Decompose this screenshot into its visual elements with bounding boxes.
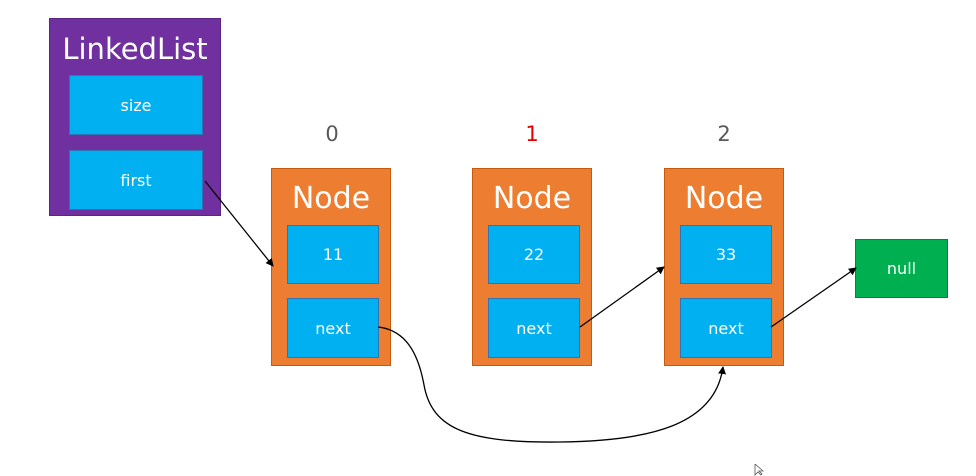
first-to-node0-arrow	[204, 180, 274, 267]
node-next: next	[287, 298, 379, 358]
node-index-2: 2	[717, 122, 731, 146]
node2-to-null-arrow	[770, 267, 857, 328]
node-value: 11	[287, 225, 379, 284]
node-title: Node	[492, 181, 572, 216]
node-value: 22	[488, 225, 580, 284]
size-field: size	[69, 75, 203, 135]
node-next: next	[680, 298, 772, 358]
mouse-pointer-icon	[754, 464, 765, 476]
node-index-1: 1	[525, 122, 539, 146]
node-value: 33	[680, 225, 772, 284]
node-next: next	[488, 298, 580, 358]
first-field: first	[69, 150, 203, 210]
node-title: Node	[684, 181, 764, 216]
node-0: Node 11 next	[271, 168, 391, 366]
node0-to-node2-curve-arrow	[377, 326, 726, 443]
linkedlist-title: LinkedList	[62, 32, 208, 66]
node-2: Node 33 next	[664, 168, 784, 366]
node-1: Node 22 next	[472, 168, 592, 366]
null-box: null	[855, 239, 948, 298]
linkedlist-box: LinkedList size first	[49, 18, 221, 216]
node1-to-node2-arrow	[579, 266, 665, 328]
node-title: Node	[291, 181, 371, 216]
node-index-0: 0	[325, 122, 339, 146]
